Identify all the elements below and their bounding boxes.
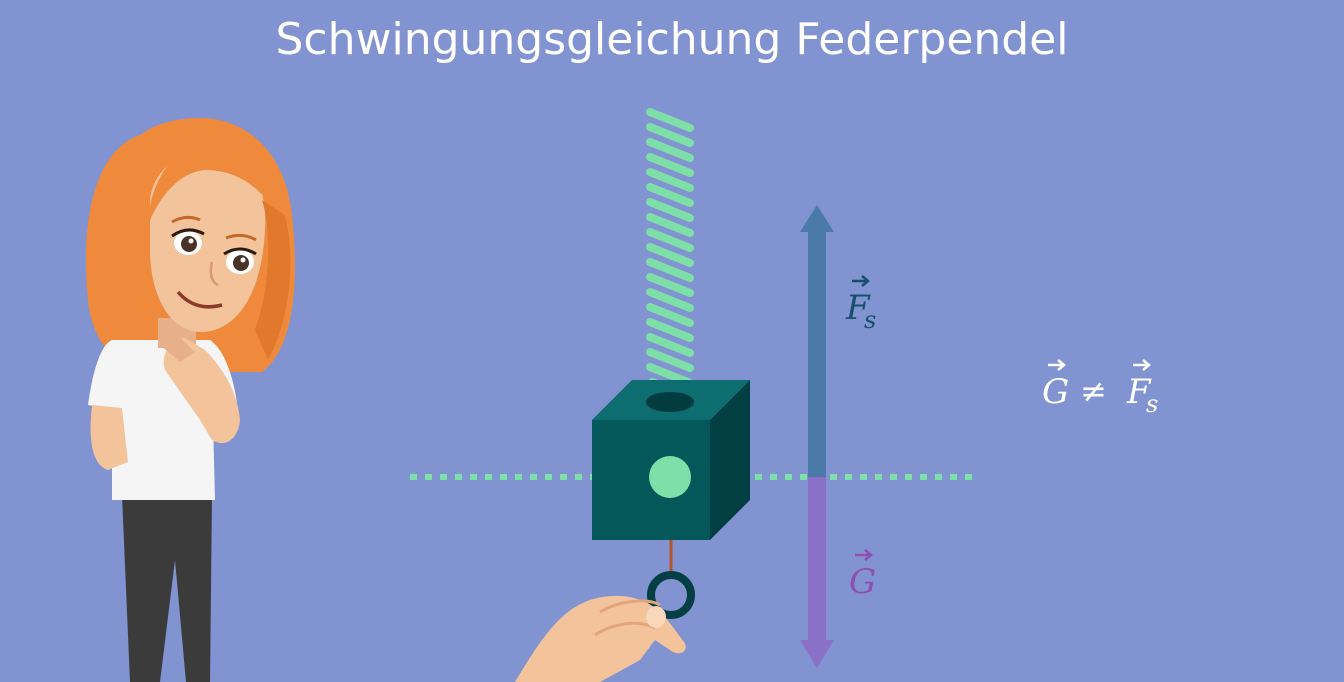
spring xyxy=(646,108,694,400)
spring-force-label: F s xyxy=(845,275,876,334)
inequality-right-subscript: s xyxy=(1146,390,1158,418)
page-title: Schwingungsgleichung Federpendel xyxy=(275,14,1069,65)
spring-force-subscript: s xyxy=(864,306,876,334)
inequality-right-letter: F xyxy=(1126,372,1152,412)
inequality-left: G xyxy=(1042,372,1069,412)
center-of-mass-dot xyxy=(649,456,691,498)
spring-force-letter: F xyxy=(845,288,871,328)
spring-force-arrow xyxy=(800,205,834,477)
weight-force-arrow xyxy=(800,477,834,668)
inequality-symbol: ≠ xyxy=(1080,372,1107,410)
woman-character xyxy=(85,118,295,682)
weight-label: G xyxy=(849,549,876,602)
hand-icon xyxy=(515,595,686,682)
weight-letter: G xyxy=(849,562,876,602)
ring-hook xyxy=(647,540,695,619)
inequality-formula: G ≠ F s xyxy=(1042,359,1158,418)
mass-block xyxy=(592,380,750,540)
